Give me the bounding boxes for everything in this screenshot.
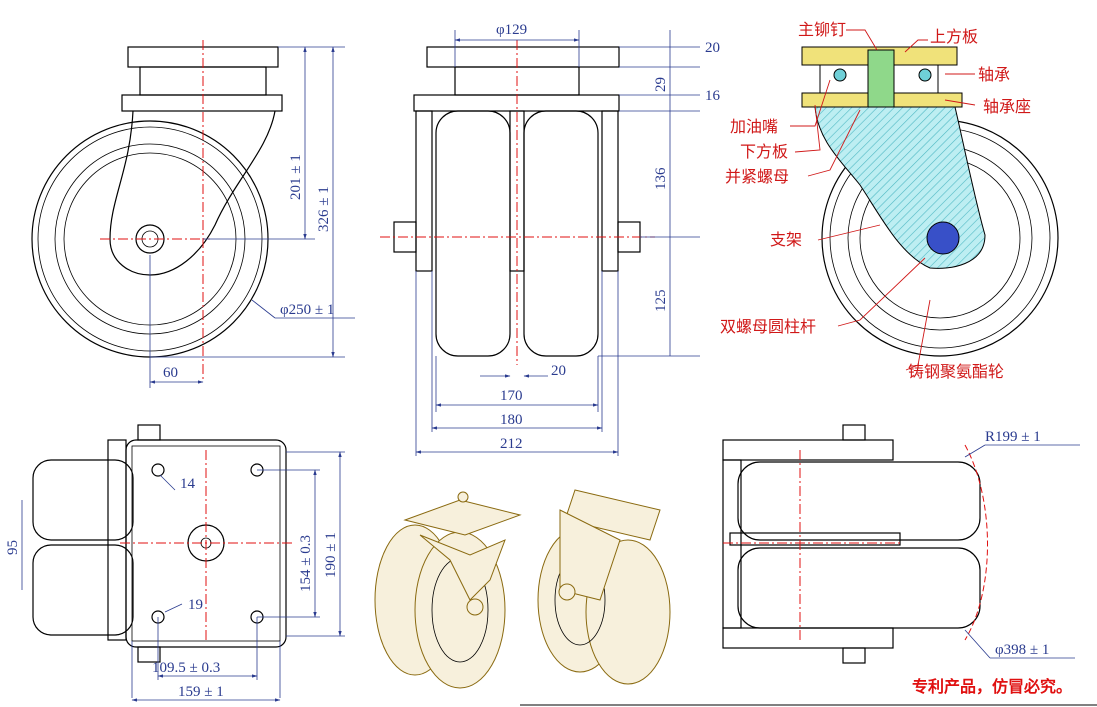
dim-212: 212 [500, 436, 523, 452]
top-view: 154 ± 0.3 190 ± 1 95 14 19 109.5 ± 0.3 1… [5, 424, 345, 702]
dim-20-gap: 20 [551, 363, 566, 379]
dim-20-top: 20 [705, 40, 720, 56]
dim-16: 16 [705, 88, 721, 104]
label-wheel: 铸钢聚氨酯轮 [908, 362, 1004, 381]
dim-r199: R199 ± 1 [985, 429, 1041, 445]
dim-phi250: φ250 ± 1 [280, 302, 334, 318]
front-view: φ129 20 29 16 136 125 20 170 180 212 [380, 22, 721, 456]
dim-29: 29 [653, 77, 669, 92]
label-bottom-plate: 下方板 [740, 142, 788, 161]
label-top-plate: 上方板 [930, 27, 978, 46]
bottom-view: R199 ± 1 φ398 ± 1 [722, 424, 1080, 664]
dim-326: 326 ± 1 [316, 186, 332, 232]
dim-159: 159 ± 1 [178, 684, 224, 700]
dim-136: 136 [653, 167, 669, 190]
label-bearing: 轴承 [978, 65, 1010, 84]
dim-19: 19 [188, 597, 203, 613]
section-view: 主铆钉 上方板 轴承 轴承座 加油嘴 下方板 并紧螺母 支架 双螺母圆柱杆 铸钢… [720, 20, 1059, 381]
dim-125: 125 [653, 290, 669, 313]
label-axle: 双螺母圆柱杆 [720, 317, 816, 336]
dim-14: 14 [180, 476, 196, 492]
label-bearing-seat: 轴承座 [983, 97, 1031, 116]
dim-phi398: φ398 ± 1 [995, 642, 1049, 658]
dim-60: 60 [163, 365, 178, 381]
label-lock-nut: 并紧螺母 [725, 167, 789, 186]
dim-201: 201 ± 1 [288, 154, 304, 200]
patent-notice: 专利产品，仿冒必究。 [912, 677, 1072, 696]
dim-154: 154 ± 0.3 [298, 535, 314, 592]
label-grease-nipple: 加油嘴 [730, 117, 778, 136]
dim-109: 109.5 ± 0.3 [152, 660, 220, 676]
render-side [537, 489, 671, 685]
render-front [374, 491, 522, 689]
dim-190: 190 ± 1 [323, 532, 339, 578]
dim-170: 170 [500, 388, 523, 404]
dim-phi129: φ129 [496, 22, 527, 38]
label-bracket: 支架 [770, 230, 802, 249]
dim-180: 180 [500, 412, 523, 428]
dim-95: 95 [5, 540, 21, 555]
label-main-rivet: 主铆钉 [798, 20, 846, 39]
side-view: 201 ± 1 326 ± 1 φ250 ± 1 60 [31, 40, 355, 388]
